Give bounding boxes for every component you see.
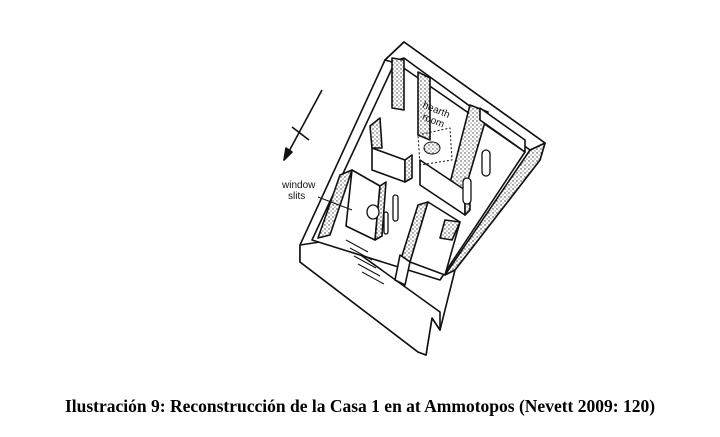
north-arrow-icon [283,89,323,161]
columns [366,149,491,235]
hearth-icon [417,127,453,166]
staircase [345,239,385,285]
window-slits-label: window slits [282,180,316,202]
figure-caption: Ilustración 9: Reconstrucción de la Casa… [64,396,656,416]
house-reconstruction-drawing [283,41,546,356]
